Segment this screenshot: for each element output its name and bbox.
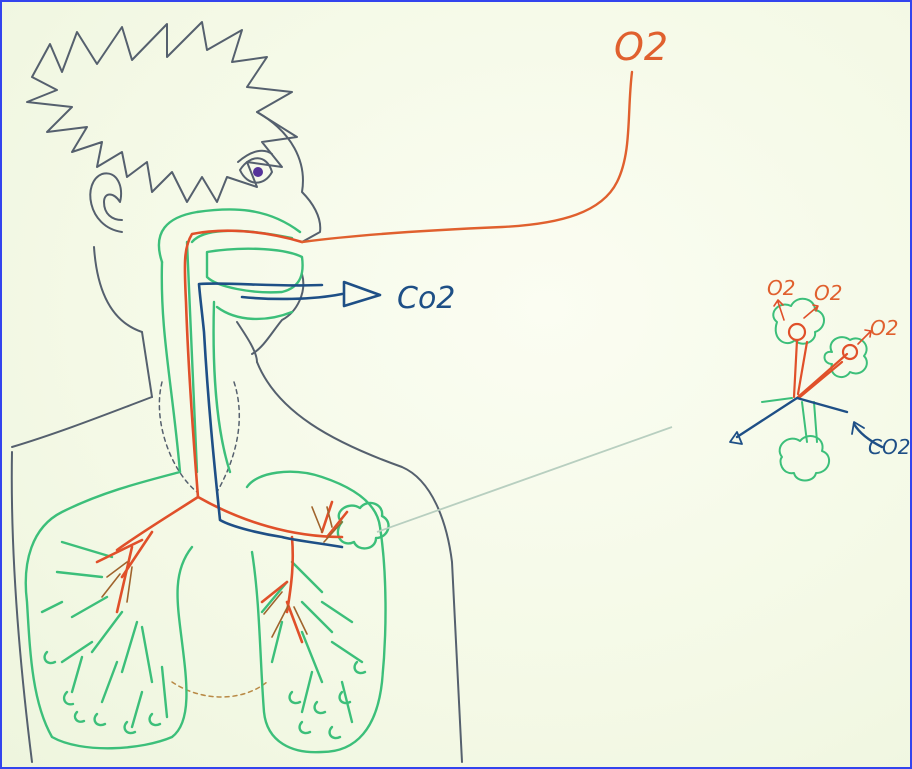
zoom-pointer-line (377, 427, 672, 532)
co2-main-label: Co2 (397, 281, 455, 316)
co2-alveolus-label: CO2 (868, 435, 910, 459)
co2-path-blue (199, 282, 380, 547)
o2-alveolus-label-2: O2 (814, 281, 842, 305)
o2-alveolus-label-3: O2 (870, 316, 898, 340)
bronchioles-brown (102, 507, 342, 637)
ear (90, 173, 122, 232)
o2-main-label: O2 (614, 25, 668, 69)
o2-alveolus-label-1: O2 (767, 276, 795, 300)
left-shoulder (12, 397, 152, 447)
alveolus-zoom (730, 299, 882, 481)
o2-inhale-line (302, 72, 632, 242)
airway-green (26, 209, 389, 752)
pupil (253, 167, 263, 177)
right-shoulder (257, 362, 462, 762)
co2-exhale-arrow (242, 294, 342, 299)
